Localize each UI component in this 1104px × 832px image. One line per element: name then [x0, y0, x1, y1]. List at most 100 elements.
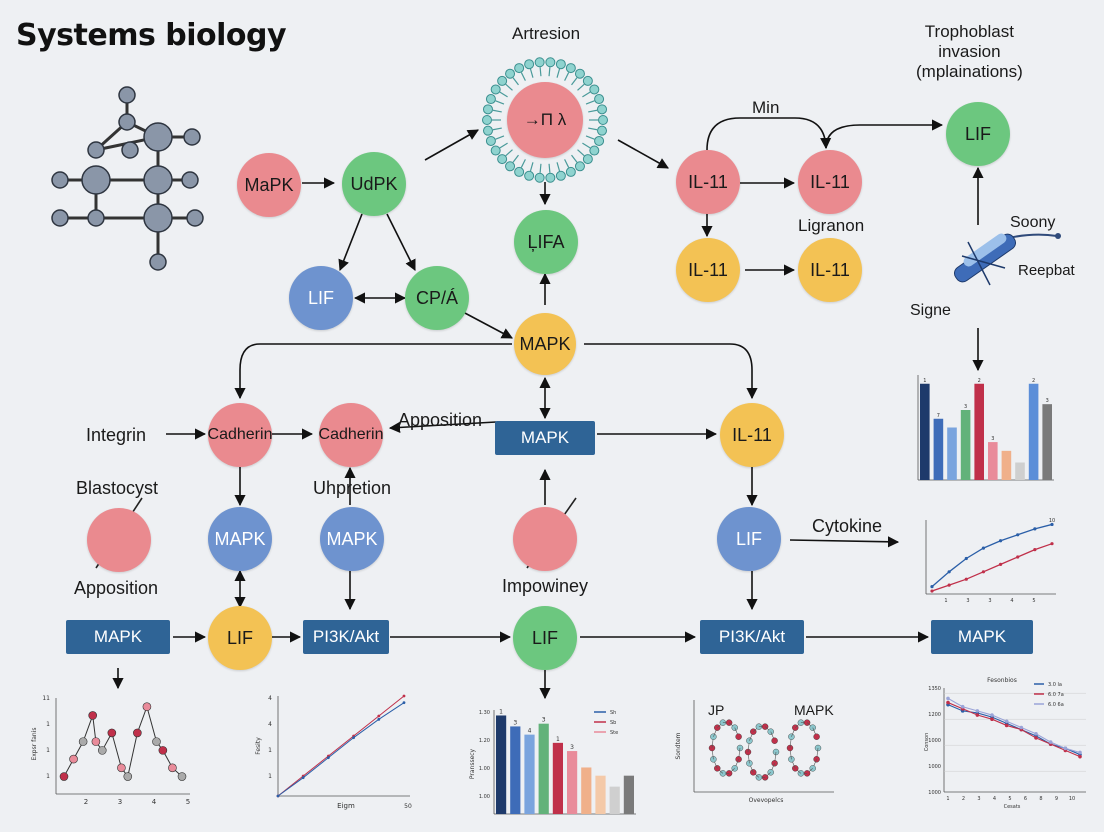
lipid-head [555, 170, 566, 181]
bar [609, 786, 620, 814]
x-tick-label: 3 [977, 796, 980, 802]
lipid-tail [585, 135, 595, 140]
chart-title: Fesonbios [987, 677, 1017, 684]
y-tick-label: 1 [268, 747, 272, 754]
lipid-head [565, 166, 576, 177]
lipid-head [565, 63, 576, 74]
label-apposition-top: Apposition [398, 410, 483, 430]
lipid-tail [529, 68, 534, 78]
bar [496, 715, 507, 814]
bar [510, 726, 521, 814]
data-point [1050, 522, 1054, 527]
lipid-tail [564, 72, 570, 81]
lipid-head [574, 161, 585, 172]
bar [567, 751, 578, 814]
lipid-head [524, 59, 535, 70]
bar [933, 418, 944, 480]
node-il11-d: IL-11 [798, 238, 862, 302]
bar-data-label: 4 [528, 728, 532, 735]
x-tick-label: 1 [946, 796, 949, 802]
series-line [947, 697, 1081, 754]
label-integrin: Integrin [86, 425, 147, 445]
x-tick-label: 2 [962, 796, 965, 802]
y-axis-label: Pranssecy [469, 748, 476, 779]
lipid-tail [548, 163, 551, 173]
x-tick-label: 10 [1069, 796, 1075, 802]
y-axis-label: Expsr fanis [31, 727, 38, 760]
lipid-head [589, 145, 600, 156]
lipid-tail [539, 163, 542, 173]
lipid-tail [571, 77, 578, 86]
lipid-head [514, 166, 525, 177]
lipid-tail [505, 149, 513, 157]
lipid-tail [564, 159, 570, 168]
legend-label: 6.0 7a [1048, 692, 1064, 698]
data-label: 10 [1049, 518, 1055, 524]
lipid-tail [588, 109, 598, 113]
lipid-head [555, 59, 566, 70]
lipid-tail [499, 91, 508, 98]
lipid-tail [571, 154, 578, 163]
legend-label: Ste [610, 730, 618, 736]
legend-label: Sb [610, 720, 616, 726]
label-soony: Soony [1010, 214, 1056, 231]
bar-data-label: 1 [923, 378, 926, 384]
node-il11-b: IL-11 [798, 150, 862, 214]
data-point [1004, 719, 1009, 724]
x-tick-label: 9 [1055, 796, 1058, 802]
x-tick-label: 5 [1032, 598, 1035, 604]
data-point [142, 702, 152, 712]
data-point [402, 701, 406, 705]
data-point [276, 794, 280, 798]
x-tick-label: 8 [1039, 796, 1042, 802]
bar [595, 775, 606, 814]
data-point [168, 763, 177, 773]
y-tick-label: 1.00 [479, 766, 490, 772]
data-point [177, 772, 187, 781]
series-line [931, 543, 1053, 592]
lipid-tail [492, 109, 502, 113]
label-cytokine: Cytokine [812, 516, 883, 536]
x-axis-label: Eigm [337, 802, 355, 810]
data-point [88, 711, 98, 720]
data-point [1078, 750, 1082, 755]
data-point [1078, 754, 1082, 759]
data-point [946, 700, 950, 705]
series-line [277, 695, 405, 797]
node-cadherin-1: Cadherin [208, 403, 272, 467]
data-point [1019, 725, 1024, 730]
lipid-tail [492, 127, 502, 131]
node-center-symbol: →Π λ [507, 82, 583, 158]
label-signe: Signe [910, 302, 951, 319]
data-point [301, 776, 305, 780]
bar [1001, 450, 1012, 480]
data-label: 50 [404, 803, 412, 810]
data-point [377, 717, 381, 721]
x-tick-label: 6 [1024, 796, 1027, 802]
x-axis-label: Ovevopelcs [749, 797, 784, 804]
label-mapk-small: MAPK [794, 702, 834, 718]
data-point [1048, 740, 1053, 744]
data-point [998, 539, 1003, 543]
lipid-tail [582, 142, 591, 149]
node-mapk-blue-2: MAPK [320, 507, 384, 571]
node-cadherin-2: Cadherin [319, 403, 383, 467]
bar-data-label: 3 [964, 404, 967, 410]
pathway-arrows [112, 117, 984, 700]
data-point [981, 570, 986, 574]
data-point [990, 717, 994, 721]
bar-data-label: 2 [1032, 378, 1035, 384]
data-point [402, 694, 406, 698]
data-point [998, 562, 1003, 567]
box-mapk-left: MAPK [66, 620, 170, 654]
lipid-tail [588, 127, 598, 131]
label-blastocyst: Blastocyst [76, 478, 159, 498]
lipid-head [534, 172, 545, 183]
bar [581, 767, 592, 814]
label-apposition-left: Apposition [74, 578, 159, 598]
data-point [1033, 548, 1037, 552]
